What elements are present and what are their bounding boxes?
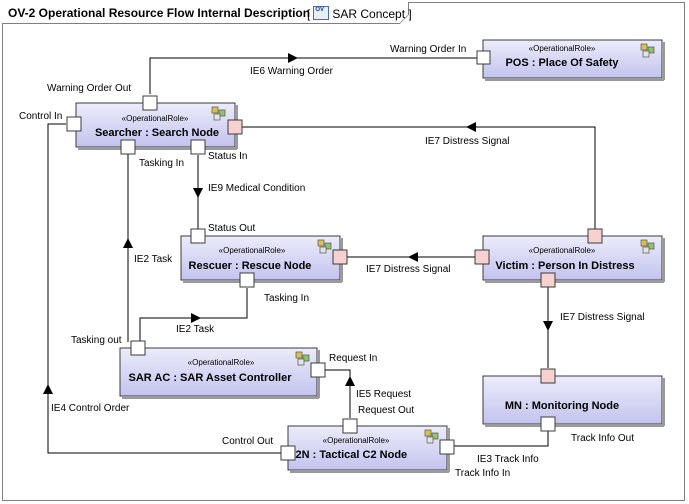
port-victim-top[interactable] [587,228,603,244]
node-stereotype: «OperationalRole» [323,436,390,445]
flow-label-ie7-mid: IE7 Distress Signal [366,264,450,275]
flow-label-ie7-top: IE7 Distress Signal [425,136,509,147]
flow-labels: IE6 Warning Order IE7 Distress Signal IE… [51,66,644,465]
node-rescuer[interactable]: «OperationalRole» Rescuer : Rescue Node [180,235,343,283]
flow-label-ie2-vertical: IE2 Task [134,254,173,265]
node-stereotype: «OperationalRole» [529,44,596,53]
label-status-in: Status In [208,151,247,162]
port-control-out[interactable] [280,445,296,461]
node-sarac[interactable]: «OperationalRole» SAR AC : SAR Asset Con… [119,347,320,399]
port-status-out[interactable] [190,228,206,244]
diagram-title-tab: OV-2 Operational Resource Flow Internal … [2,2,412,24]
label-status-out: Status Out [208,223,255,234]
port-request-out[interactable] [342,418,358,434]
port-tasking-in-searcher[interactable] [120,139,136,155]
port-rescuer-distress[interactable] [332,249,348,265]
port-control-in[interactable] [66,116,82,132]
ie6-connector[interactable] [149,57,477,94]
node-tc2n[interactable]: «OperationalRole» TC2N : Tactical C2 Nod… [281,425,450,473]
diagram-reference[interactable]: [ SAR Concept ] [307,6,412,21]
flow-label-ie7-right: IE7 Distress Signal [560,312,644,323]
ie4-connector[interactable] [47,123,283,454]
label-request-out: Request Out [358,405,414,416]
label-track-info-out: Track Info Out [571,433,634,444]
label-control-in: Control In [19,111,62,122]
ie7-mid-arrow [408,252,418,262]
label-tasking-in-rescuer: Tasking In [264,293,309,304]
label-warning-order-out: Warning Order Out [47,83,131,94]
flow-label-ie6: IE6 Warning Order [250,66,334,77]
ie7-top-connector[interactable] [242,126,596,230]
node-mn[interactable]: MN : Monitoring Node [482,375,665,427]
port-status-in[interactable] [190,139,206,155]
ie2-vertical-arrow [123,238,133,248]
ref-label: SAR Concept [332,7,406,21]
node-stereotype: «OperationalRole» [188,358,255,367]
port-victim-bottom[interactable] [540,272,556,288]
port-searcher-distress[interactable] [227,119,243,135]
flow-label-ie2-horizontal: IE2 Task [176,324,215,335]
ref-close-bracket: ] [408,7,412,21]
node-name: Rescuer : Rescue Node [189,260,312,272]
label-request-in: Request In [329,353,377,364]
node-name: Victim : Person In Distress [495,260,634,272]
ie9-arrow [193,188,203,198]
node-name: MN : Monitoring Node [505,400,619,412]
ie5-arrow [345,376,355,386]
ie4-arrow [43,384,53,394]
ie6-arrow [288,53,298,63]
node-stereotype: «OperationalRole» [529,246,596,255]
connectors [47,57,596,454]
node-stereotype: «OperationalRole» [219,246,286,255]
diagram-icon [313,6,330,20]
label-track-info-in: Track Info In [455,468,510,479]
port-track-info-out[interactable] [540,416,556,432]
label-tasking-out: Tasking out [71,335,122,346]
port-mn-distress[interactable] [540,368,556,384]
node-name: TC2N : Tactical C2 Node [281,449,407,461]
node-pos[interactable]: «OperationalRole» POS : Place Of Safety [482,39,665,81]
port-tasking-in-rescuer[interactable] [239,272,255,288]
ie3-connector[interactable] [454,430,549,447]
port-victim-left[interactable] [474,249,490,265]
port-labels: Warning Order In Warning Order Out Contr… [19,44,634,479]
port-warning-order-in[interactable] [476,50,491,65]
label-control-out: Control Out [222,436,273,447]
ie2-horizontal-arrow [191,313,201,323]
diagram-title: OV-2 Operational Resource Flow Internal … [8,6,311,20]
arrowheads [43,53,553,394]
node-name: POS : Place Of Safety [505,57,619,69]
node-stereotype: «OperationalRole» [122,114,189,123]
port-tasking-out[interactable] [130,340,146,356]
ports [66,50,603,461]
node-victim[interactable]: «OperationalRole» Victim : Person In Dis… [482,235,665,283]
ref-open-bracket: [ [307,7,311,21]
port-request-in[interactable] [310,362,326,378]
node-name: SAR AC : SAR Asset Controller [129,372,293,384]
flow-label-ie9: IE9 Medical Condition [208,183,305,194]
port-track-info-in[interactable] [439,439,455,455]
flow-label-ie5: IE5 Request [356,389,411,400]
port-warning-order-out[interactable] [142,95,158,111]
ie7-right-arrow [543,321,553,331]
node-name: Searcher : Search Node [95,127,219,139]
ie5-connector[interactable] [319,369,351,418]
flow-label-ie3: IE3 Track Info [477,454,539,465]
ie7-top-arrow [466,122,476,132]
flow-label-ie4: IE4 Control Order [51,403,130,414]
label-tasking-in-searcher: Tasking In [139,158,184,169]
label-warning-order-in: Warning Order In [390,44,466,55]
